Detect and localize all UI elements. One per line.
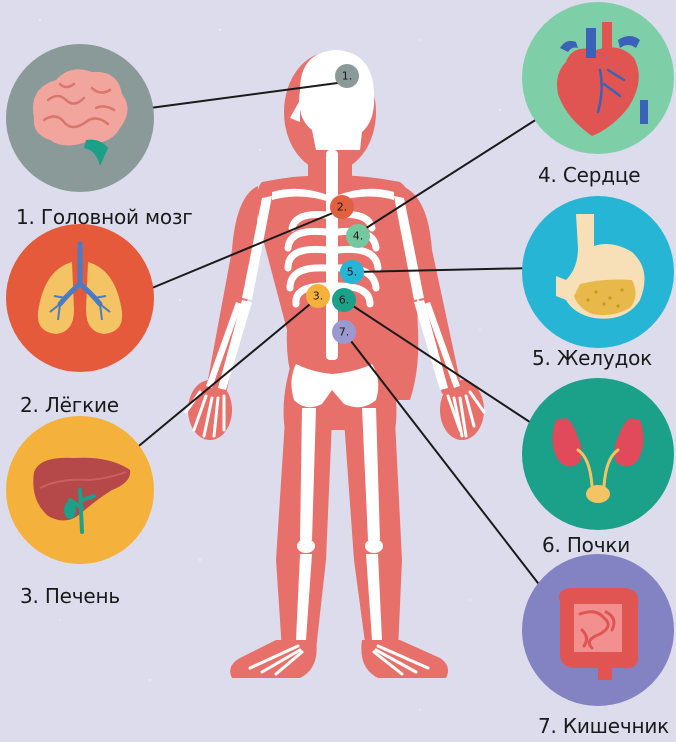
marker-liver-text: 3. [313, 290, 324, 303]
intestine-icon [559, 588, 638, 680]
marker-heart-text: 4. [353, 230, 364, 243]
marker-heart: 4. [346, 224, 370, 248]
organ-kidneys [522, 378, 674, 530]
marker-stomach: 5. [340, 260, 364, 284]
organ-stomach [522, 196, 674, 348]
label-heart: 4. Сердце [538, 163, 640, 187]
marker-liver: 3. [306, 284, 330, 308]
connector-heart [360, 112, 548, 232]
marker-brain: 1. [335, 64, 359, 88]
marker-stomach-text: 5. [347, 266, 358, 279]
label-lungs: 2. Лёгкие [20, 393, 119, 417]
marker-brain-text: 1. [342, 70, 353, 83]
label-intestine: 7. Кишечник [538, 714, 669, 738]
label-kidneys: 6. Почки [542, 533, 630, 557]
marker-intestine-text: 7. [339, 326, 350, 339]
marker-lungs-text: 2. [337, 201, 348, 214]
label-brain: 1. Головной мозг [16, 205, 193, 229]
marker-lungs: 2. [330, 195, 354, 219]
label-liver: 3. Печень [20, 584, 120, 608]
label-stomach: 5. Желудок [532, 346, 652, 370]
marker-kidneys: 6. [332, 288, 356, 312]
organ-intestine [522, 554, 674, 706]
marker-intestine: 7. [332, 320, 356, 344]
marker-kidneys-text: 6. [339, 294, 350, 307]
organ-heart [522, 2, 674, 154]
organ-lungs [6, 224, 154, 372]
organ-liver [6, 416, 154, 564]
organ-brain [6, 44, 154, 192]
